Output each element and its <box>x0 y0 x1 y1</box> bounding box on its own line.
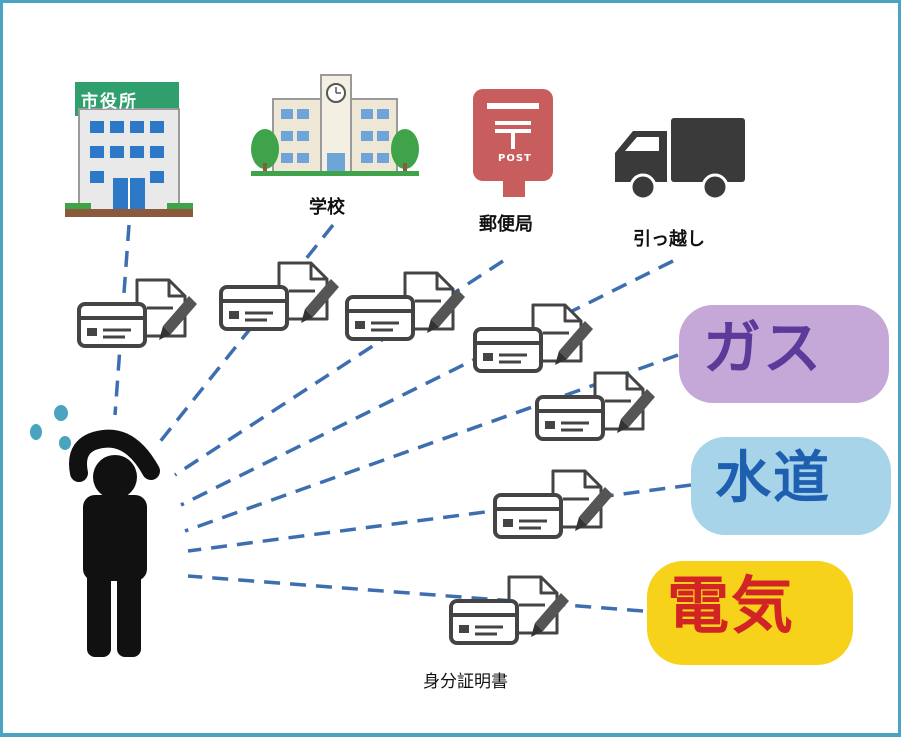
id-card-label: 身分証明書 <box>423 672 508 692</box>
sweat-drops-icon <box>30 405 71 450</box>
post-box-icon <box>473 89 553 197</box>
id-card-doc-icon <box>535 371 657 441</box>
post-text: POST <box>498 153 532 164</box>
person-icon <box>69 429 160 657</box>
electricity-sign-text: 電気 <box>667 569 796 642</box>
gas-sign-text: ガス <box>703 314 824 382</box>
post-office-label: 郵便局 <box>479 214 533 235</box>
school-icon <box>251 74 419 176</box>
id-card-doc-icon <box>493 469 615 539</box>
id-card-doc-icon <box>473 303 595 373</box>
water-sign-text: 水道 <box>715 446 831 511</box>
id-card-doc-icon <box>77 278 199 348</box>
electricity-sign-bg <box>647 561 853 665</box>
moving-label: 引っ越し <box>633 229 705 250</box>
id-card-doc-icon <box>449 575 571 645</box>
id-card-doc-icon <box>219 261 341 331</box>
school-label: 学校 <box>309 197 345 218</box>
truck-icon <box>615 118 745 201</box>
gas-sign-bg <box>679 305 889 403</box>
city-hall-icon <box>65 82 193 217</box>
id-card-doc-icon <box>345 271 467 341</box>
diagram-canvas <box>30 74 891 665</box>
city-hall-sign-text: 市役所 <box>81 92 138 112</box>
water-sign-bg <box>691 437 891 535</box>
